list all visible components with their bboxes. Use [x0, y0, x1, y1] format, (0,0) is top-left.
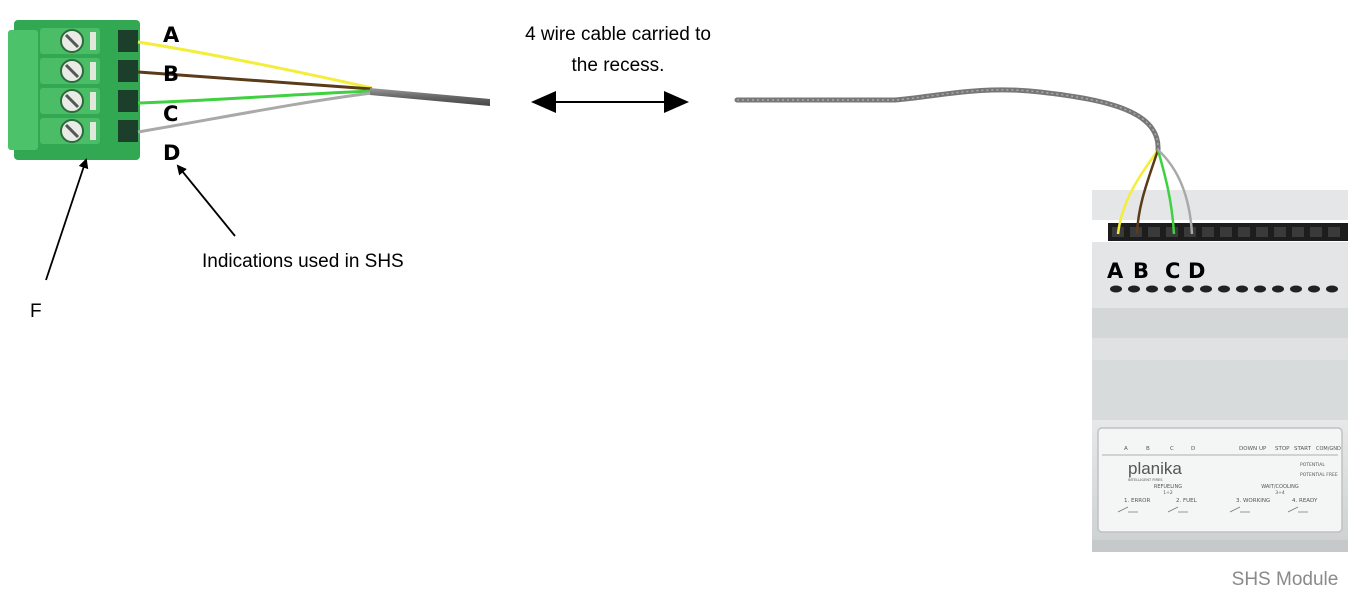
module-top-label-b: B: [1146, 446, 1150, 452]
module-upper-body: [1092, 242, 1348, 308]
module-top-label-d: D: [1191, 446, 1195, 452]
module-top-label-a: A: [1124, 446, 1128, 452]
module-step-1: [1092, 308, 1348, 338]
shs-module: A B C D DOWN UP STOP START COM/GND plani…: [1092, 190, 1348, 552]
module-wires: [1116, 149, 1194, 235]
indications-note: Indications used in SHS: [202, 251, 404, 272]
connector-row-b: [40, 58, 138, 84]
module-top-rail: [1092, 190, 1348, 220]
module-top-label-up: UP: [1259, 446, 1267, 452]
arrow-to-indications: [176, 164, 236, 237]
module-base: [1092, 540, 1348, 552]
module-relay-4: 4. READY: [1292, 498, 1318, 504]
module-brand: planika: [1128, 459, 1182, 478]
module-relay-3: 3. WORKING: [1236, 498, 1270, 504]
cable-right: [734, 87, 1161, 153]
module-relay-2: 2. FUEL: [1176, 498, 1198, 504]
module-top-label-start: START: [1294, 446, 1312, 452]
connector-label-a: A: [163, 23, 180, 47]
module-wire-c-green: [1156, 149, 1176, 235]
module-label-a: A: [1107, 259, 1124, 283]
connector-label-d: D: [163, 141, 180, 165]
module-group-left-sub: 1÷2: [1163, 490, 1173, 496]
connector-label-b: B: [163, 62, 179, 86]
connector-label-c: C: [163, 102, 178, 126]
module-wire-d-grey: [1157, 149, 1194, 235]
module-caption: SHS Module: [1232, 569, 1339, 590]
module-relay-1: 1. ERROR: [1124, 498, 1150, 504]
wire-a-yellow: [137, 40, 373, 90]
module-top-label-stop: STOP: [1275, 446, 1290, 452]
module-front-panel: [1097, 427, 1343, 533]
module-top-label-down: DOWN: [1239, 446, 1257, 452]
module-top-label-com: COM/GND: [1316, 446, 1341, 452]
cable-note-line2: the recess.: [572, 55, 665, 76]
module-step-3: [1092, 360, 1348, 420]
wire-c-green: [137, 89, 373, 105]
wire-d-grey: [137, 91, 373, 134]
module-relay-symbols: [1117, 506, 1308, 513]
cable-note-line1: 4 wire cable carried to: [525, 24, 711, 45]
connector-row-c: [40, 88, 138, 114]
connector-wires: [137, 40, 373, 134]
module-screw-holes: [1110, 285, 1338, 293]
module-group-right-sub: 3÷4: [1275, 490, 1285, 496]
module-wire-b-brown: [1135, 149, 1160, 235]
module-label-d: D: [1188, 259, 1205, 283]
connector-row-a: [40, 28, 138, 54]
part-label-f: F: [30, 301, 42, 322]
arrow-to-part-f: [45, 158, 89, 281]
cable-stub-left: [370, 88, 490, 106]
terminal-block-connector: [8, 20, 140, 160]
module-brand-sub: INTELLIGENT FIRES: [1128, 478, 1163, 482]
connector-latch: [8, 30, 38, 150]
module-top-label-c: C: [1170, 446, 1174, 452]
module-side-label-2: POTENTIAL FREE: [1300, 472, 1338, 478]
module-label-c: C: [1165, 259, 1180, 283]
module-step-2: [1092, 338, 1348, 360]
connector-row-d: [40, 118, 138, 144]
module-side-label-1: POTENTIAL: [1300, 462, 1325, 468]
double-arrow: [531, 91, 689, 113]
module-wire-a-yellow: [1116, 149, 1160, 235]
module-label-b: B: [1133, 259, 1149, 283]
module-group-right: WAIT/COOLING: [1261, 484, 1299, 490]
module-group-left: REFUELING: [1154, 484, 1182, 490]
wire-b-brown: [137, 70, 373, 91]
